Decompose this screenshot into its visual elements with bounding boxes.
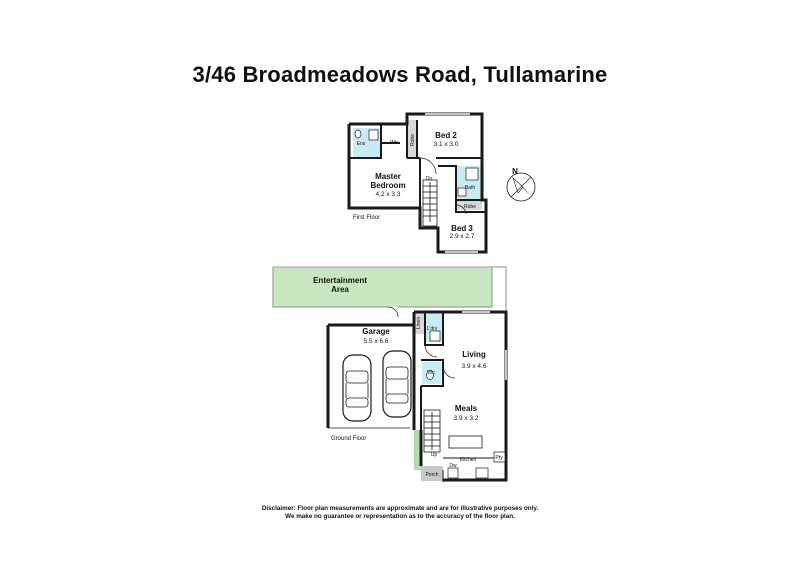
laundry-tub: [429, 330, 441, 342]
pantry-box: [493, 451, 506, 463]
car-icon: [382, 350, 412, 418]
bed2-dims: 3.1 x 3.0: [434, 141, 459, 148]
compass-north-label: N: [512, 167, 518, 176]
first-floor-plan: Bed 2 3.1 x 3.0 Master Bedroom 4.2 x 3.3…: [347, 112, 488, 254]
robe-upper-area: [407, 120, 417, 158]
dishwasher-fixture: [447, 467, 459, 479]
door-swing: [387, 306, 399, 318]
toilet-fixture: [354, 129, 362, 139]
door-swing: [424, 344, 438, 358]
porch-label: Porch: [425, 472, 438, 478]
bath-label: Bath: [465, 185, 476, 191]
door-swing: [442, 365, 456, 379]
toilet-fixture: [426, 370, 434, 380]
stairs-up-label: Up: [431, 452, 438, 458]
basin-fixture: [457, 187, 467, 197]
disclaimer: Disclaimer: Floor plan measurements are …: [0, 505, 800, 521]
first-floor-outer-wall: [347, 112, 488, 254]
linen-area: [414, 312, 425, 334]
disclaimer-line-1: Disclaimer: Floor plan measurements are …: [261, 505, 539, 512]
wc-label: Wc: [427, 370, 435, 376]
master-label-2: Bedroom: [370, 181, 405, 190]
sink-fixture: [475, 467, 489, 479]
garage-dims: 5.5 x 6.6: [364, 338, 389, 345]
garage-wall: [326, 312, 416, 430]
master-label-1: Master: [375, 172, 401, 181]
kitchen-label: Kitchen: [460, 457, 477, 463]
shower-fixture: [368, 129, 379, 141]
linen-label: Linen: [416, 317, 422, 329]
laundry-label: L'dry: [427, 326, 438, 332]
master-dims: 4.2 x 3.3: [376, 191, 401, 198]
dishwasher-label: Dw: [449, 463, 457, 469]
entertainment-area: [273, 267, 492, 307]
compass: N: [506, 167, 536, 202]
robe-lower-area: [456, 200, 482, 210]
ground-floor-inner-wall: [420, 312, 444, 430]
bed3-label: Bed 3: [451, 224, 473, 233]
robe-upper-label: Robe: [410, 134, 416, 146]
entertainment-label-2: Area: [331, 285, 349, 294]
door-swing: [419, 157, 437, 175]
car-icon: [342, 354, 372, 422]
first-floor-stairs: [422, 179, 438, 227]
door-swing: [455, 204, 467, 215]
garage-label: Garage: [362, 327, 390, 336]
bed2-label: Bed 2: [435, 131, 457, 140]
meals-dims: 3.9 x 3.2: [454, 415, 479, 422]
entertainment-label-1: Entertainment: [313, 276, 367, 285]
ground-floor-label: Ground Floor: [331, 436, 366, 442]
living-label: Living: [462, 350, 486, 359]
kitchen-island: [448, 435, 483, 449]
ensuite-label: Ens: [357, 141, 366, 147]
meals-label: Meals: [455, 404, 478, 413]
robe-lower-label: Robe: [464, 204, 476, 210]
disclaimer-line-2: We make no guarantee or representation a…: [285, 513, 515, 520]
entertainment-boundary: [272, 266, 507, 310]
porch-area: [421, 466, 443, 481]
page-title: 3/46 Broadmeadows Road, Tullamarine: [192, 62, 608, 87]
first-floor-label: First Floor: [353, 215, 380, 221]
wir-label: Wir: [390, 140, 398, 146]
first-floor-inner-wall: [349, 120, 486, 228]
bed3-dims: 2.9 x 2.7: [450, 233, 475, 240]
house-outer-wall: [412, 310, 508, 482]
ground-floor-stairs: [423, 409, 441, 453]
stairs-down-label: Dn: [426, 176, 433, 182]
pantry-label: Pty: [495, 455, 503, 461]
shower-fixture: [465, 167, 479, 181]
garden-strip: [414, 430, 421, 470]
ground-floor-plan: Entertainment Area Garage 5.5 x 6.6 Livi…: [272, 266, 508, 482]
living-dims: 3.9 x 4.6: [462, 363, 487, 370]
